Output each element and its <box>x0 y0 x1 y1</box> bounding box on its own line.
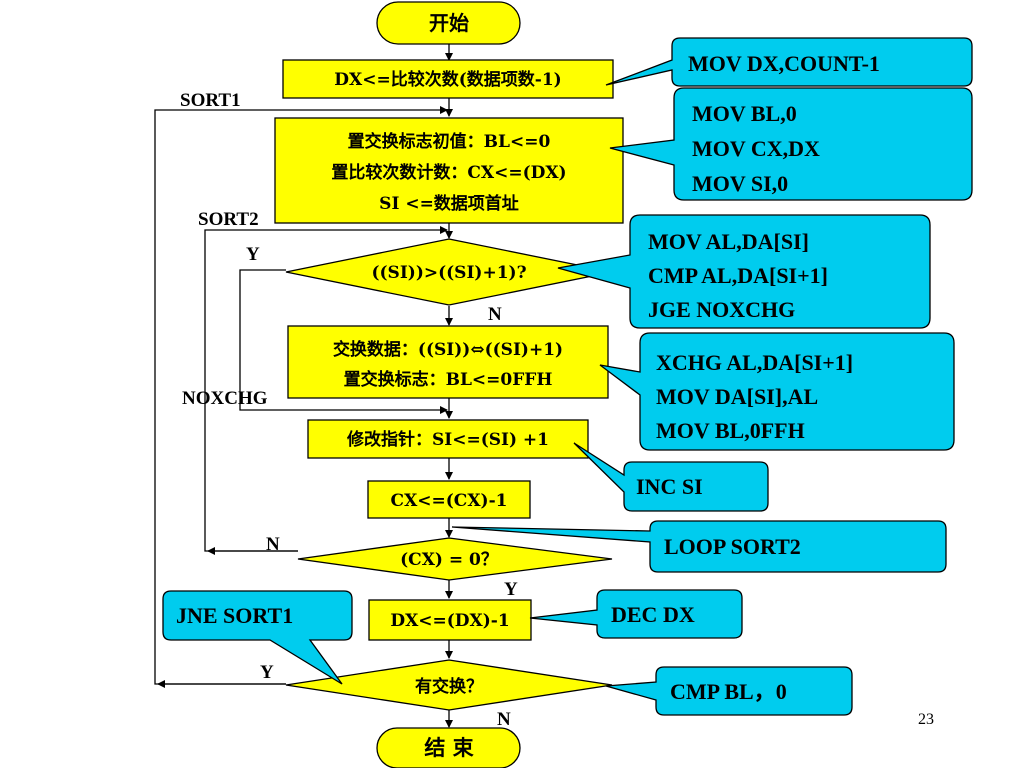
label-swapped-no: N <box>497 709 511 730</box>
callout-jne-sort1-line-1: JNE SORT1 <box>176 603 293 628</box>
page-number: 23 <box>918 711 934 728</box>
pointer-label: 修改指针：SI<=(SI) +1 <box>346 429 549 450</box>
label-cx-yes: Y <box>504 579 518 600</box>
end-label: 结 束 <box>424 735 474 760</box>
init-flags-line-1: 置交换标志初值：BL<=0 <box>348 131 551 152</box>
callout-swap-line-1: XCHG AL,DA[SI+1] <box>656 350 853 375</box>
callout-loop-sort2: LOOP SORT2 <box>451 520 947 573</box>
callout-inc-si-line-1: INC SI <box>636 474 703 499</box>
callout-loop-sort2-line-1: LOOP SORT2 <box>664 534 801 559</box>
callout-cmp-bl: CMP BL，0 <box>605 666 853 716</box>
noxchg-bypass-line <box>239 269 448 414</box>
callout-jne-sort1: JNE SORT1 <box>162 590 353 685</box>
callout-swap: XCHG AL,DA[SI+1] MOV DA[SI],AL MOV BL,0F… <box>599 332 955 451</box>
callout-inc-si: INC SI <box>573 442 769 512</box>
label-sort2: SORT2 <box>198 209 259 230</box>
label-noxchg: NOXCHG <box>182 388 268 409</box>
callout-dec-dx: DEC DX <box>529 589 743 639</box>
label-cx-no: N <box>266 534 280 555</box>
dec-dx-label: DX<=(DX)-1 <box>390 611 509 631</box>
label-swapped-yes: Y <box>260 662 274 683</box>
swapped-label: 有交换？ <box>415 676 483 697</box>
callout-mov-dx: MOV DX,COUNT-1 <box>605 37 973 87</box>
node-init-dx: DX<=比较次数(数据项数-1) <box>282 59 614 99</box>
cx-zero-label: (CX) = 0？ <box>400 550 498 570</box>
flow-connectors <box>154 44 453 728</box>
init-dx-label: DX<=比较次数(数据项数-1) <box>334 69 561 90</box>
node-swap: 交换数据：((SI))⇔((SI)+1) 置交换标志：BL<=0FFH <box>287 325 609 399</box>
callout-compare-line-3: JGE NOXCHG <box>648 297 795 322</box>
swap-line-2: 置交换标志：BL<=0FFH <box>344 369 553 390</box>
node-dec-dx: DX<=(DX)-1 <box>368 599 532 641</box>
callout-mov-dx-line-1: MOV DX,COUNT-1 <box>688 51 880 76</box>
node-start: 开始 <box>376 1 521 45</box>
decision-cx-zero: (CX) = 0？ <box>297 537 613 581</box>
node-init-flags: 置交换标志初值：BL<=0 置比较次数计数：CX<=(DX) SI <=数据项首… <box>274 117 624 224</box>
start-label: 开始 <box>429 11 469 35</box>
callout-cmp-bl-line-1: CMP BL，0 <box>670 679 787 704</box>
callout-init-regs-line-3: MOV SI,0 <box>692 171 788 196</box>
dec-cx-label: CX<=(CX)-1 <box>391 491 508 511</box>
init-flags-line-3: SI <=数据项首址 <box>379 193 519 214</box>
callout-compare: MOV AL,DA[SI] CMP AL,DA[SI+1] JGE NOXCHG <box>557 214 931 329</box>
decision-compare: ((SI))>((SI)+1)? <box>285 238 613 306</box>
callout-init-regs-line-1: MOV BL,0 <box>692 101 797 126</box>
init-flags-line-2: 置比较次数计数：CX<=(DX) <box>331 162 566 183</box>
callout-swap-line-3: MOV BL,0FFH <box>656 418 805 443</box>
node-dec-cx: CX<=(CX)-1 <box>367 480 531 519</box>
callout-swap-line-2: MOV DA[SI],AL <box>656 384 818 409</box>
compare-label: ((SI))>((SI)+1)? <box>371 263 526 283</box>
node-end: 结 束 <box>376 727 521 769</box>
node-pointer: 修改指针：SI<=(SI) +1 <box>307 419 589 459</box>
label-sort1: SORT1 <box>180 90 241 111</box>
callout-init-regs: MOV BL,0 MOV CX,DX MOV SI,0 <box>609 87 973 201</box>
label-compare-yes: Y <box>246 244 260 265</box>
callout-compare-line-2: CMP AL,DA[SI+1] <box>648 263 828 288</box>
callout-dec-dx-line-1: DEC DX <box>611 602 695 627</box>
decision-swapped: 有交换？ <box>285 659 613 711</box>
swap-line-1: 交换数据：((SI))⇔((SI)+1) <box>333 339 563 360</box>
callout-compare-line-1: MOV AL,DA[SI] <box>648 229 809 254</box>
callout-init-regs-line-2: MOV CX,DX <box>692 136 820 161</box>
label-compare-no: N <box>488 304 502 325</box>
